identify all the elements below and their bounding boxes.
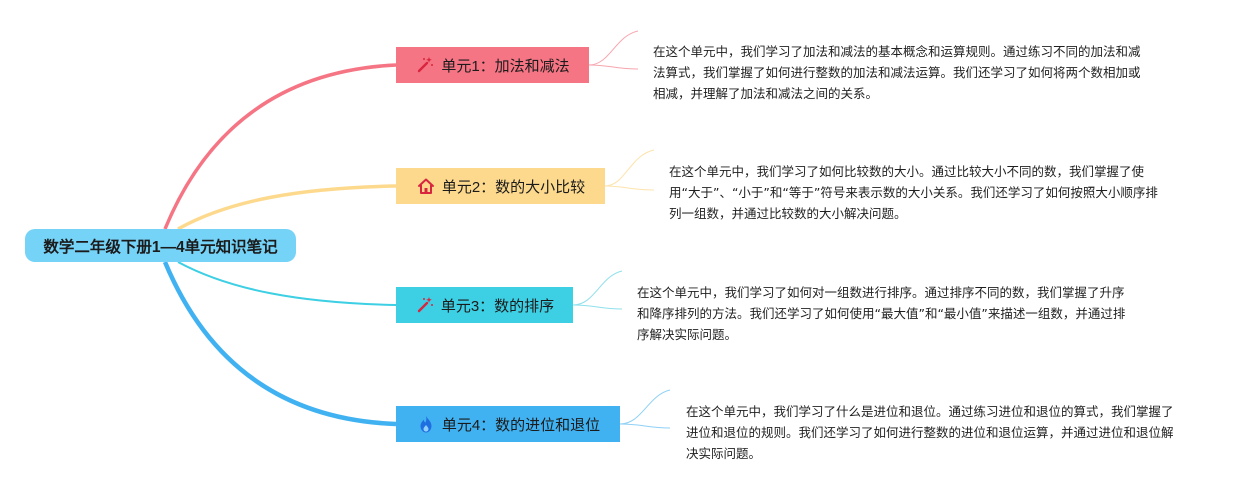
root-title: 数学二年级下册1—4单元知识笔记 [43,238,278,256]
note-link-unit1 [588,30,639,66]
branch-unit1 [163,63,397,230]
unit4-topic[interactable]: 单元4：数的进位和退位 [396,406,620,442]
unit2-note: 在这个单元中，我们学习了如何比较数的大小。通过比较大小不同的数，我们掌握了使用“… [669,164,1158,221]
note-link-unit2b [604,185,655,191]
branch-unit3 [177,261,397,306]
unit3-topic[interactable]: 单元3：数的排序 [396,287,573,323]
unit1-note: 在这个单元中，我们学习了加法和减法的基本概念和运算规则。通过练习不同的加法和减法… [653,44,1141,101]
magic-wand-icon [415,295,435,315]
note-link-unit4b [619,423,671,429]
note-link-unit2 [604,149,655,187]
unit1-label: 单元1：加法和减法 [441,57,570,75]
home-icon [416,176,436,196]
unit3-note: 在这个单元中，我们学习了如何对一组数进行排序。通过排序不同的数，我们掌握了升序和… [637,285,1126,342]
branch-unit2 [177,184,397,231]
unit2-topic[interactable]: 单元2：数的大小比较 [396,168,605,204]
note-link-unit4 [619,389,671,425]
unit1-topic[interactable]: 单元1：加法和减法 [396,47,589,83]
branch-unit4 [162,261,397,427]
unit4-label: 单元4：数的进位和退位 [441,416,601,434]
flame-icon [416,414,436,434]
unit3-label: 单元3：数的排序 [440,297,555,315]
unit4-note: 在这个单元中，我们学习了什么是进位和退位。通过练习进位和退位的算式，我们掌握了进… [686,404,1174,461]
magic-wand-icon [415,55,435,75]
note-link-unit3b [572,304,623,310]
note-link-unit1b [588,64,639,70]
unit2-label: 单元2：数的大小比较 [441,178,586,196]
root-topic[interactable]: 数学二年级下册1—4单元知识笔记 [25,229,296,262]
note-link-unit3 [572,270,623,306]
